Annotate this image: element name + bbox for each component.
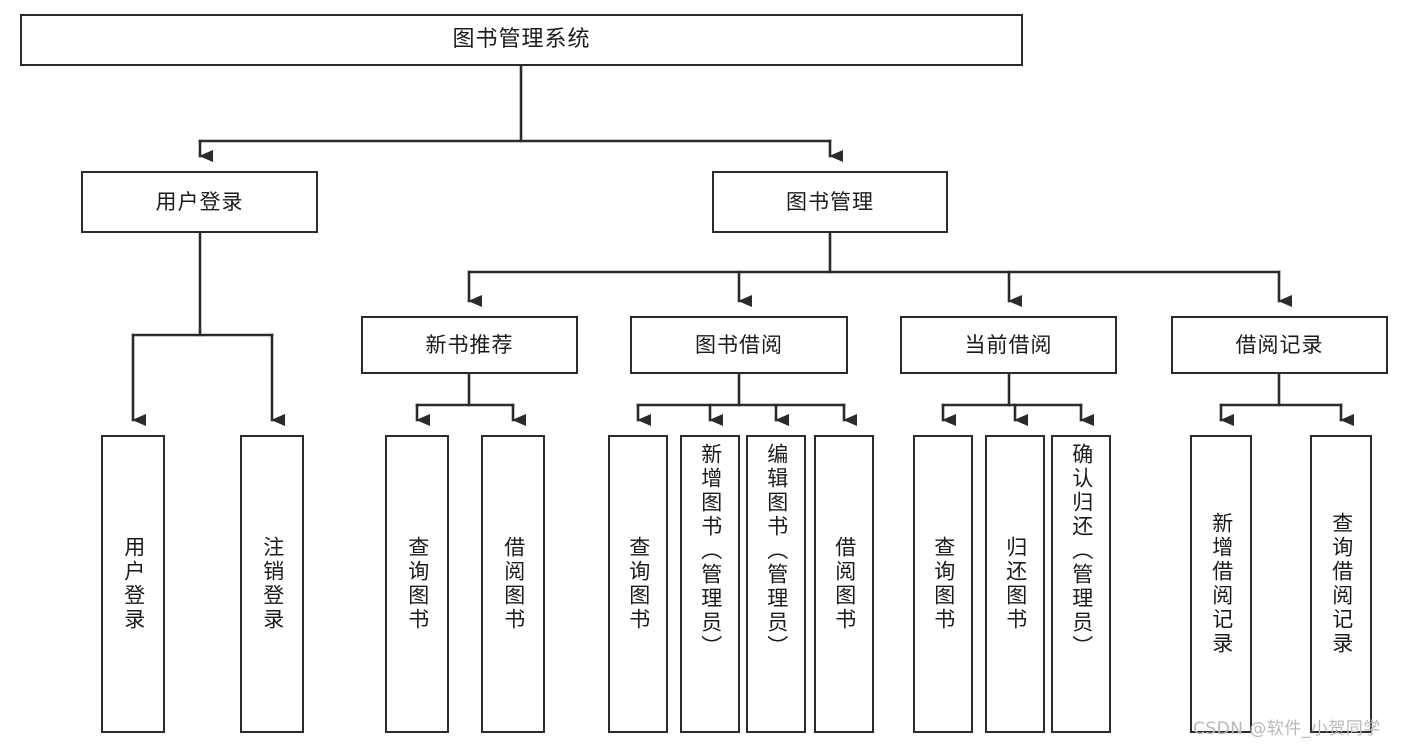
leaf-query-book-2-label: 查询图书 — [626, 536, 651, 632]
leaf-borrow-book-2-label: 借阅图书 — [832, 536, 857, 632]
node-new-book-recommend-label: 新书推荐 — [425, 332, 514, 357]
node-root-label: 图书管理系统 — [452, 26, 591, 52]
node-root[interactable]: 图书管理系统 — [20, 14, 1023, 66]
leaf-return-book[interactable]: 归还图书 — [985, 435, 1045, 733]
leaf-query-record-label: 查询借阅记录 — [1329, 512, 1354, 656]
leaf-borrow-book-1-label: 借阅图书 — [501, 536, 526, 632]
node-borrow-record[interactable]: 借阅记录 — [1171, 316, 1388, 374]
leaf-logout-label: 注销登录 — [260, 536, 285, 632]
leaf-add-record-label: 新增借阅记录 — [1209, 512, 1234, 656]
leaf-return-book-label: 归还图书 — [1003, 536, 1028, 632]
leaf-borrow-book-1[interactable]: 借阅图书 — [481, 435, 545, 733]
leaf-confirm-return[interactable]: 确认归还（管理员） — [1051, 435, 1111, 733]
leaf-query-book-1-label: 查询图书 — [405, 536, 430, 632]
leaf-add-record[interactable]: 新增借阅记录 — [1190, 435, 1252, 733]
leaf-add-book-admin-label: 新增图书（管理员） — [698, 443, 723, 659]
node-current-borrow-label: 当前借阅 — [964, 332, 1053, 357]
leaf-logout[interactable]: 注销登录 — [240, 435, 304, 733]
leaf-query-book-3-label: 查询图书 — [931, 536, 956, 632]
csdn-watermark: CSDN @软件_小贺同学 — [1193, 719, 1381, 739]
leaf-borrow-book-2[interactable]: 借阅图书 — [814, 435, 874, 733]
node-new-book-recommend[interactable]: 新书推荐 — [361, 316, 578, 374]
leaf-edit-book-admin-label: 编辑图书（管理员） — [764, 443, 789, 659]
node-current-borrow[interactable]: 当前借阅 — [900, 316, 1117, 374]
leaf-query-book-1[interactable]: 查询图书 — [385, 435, 449, 733]
node-user-login-label: 用户登录 — [155, 189, 244, 214]
node-user-login[interactable]: 用户登录 — [81, 171, 318, 233]
leaf-query-book-2[interactable]: 查询图书 — [608, 435, 668, 733]
node-book-borrow-label: 图书借阅 — [695, 332, 783, 357]
leaf-confirm-return-label: 确认归还（管理员） — [1069, 443, 1094, 659]
node-book-borrow[interactable]: 图书借阅 — [630, 316, 848, 374]
leaf-user-login[interactable]: 用户登录 — [101, 435, 165, 733]
leaf-query-record[interactable]: 查询借阅记录 — [1310, 435, 1372, 733]
node-book-manage[interactable]: 图书管理 — [712, 171, 948, 233]
leaf-user-login-label: 用户登录 — [121, 536, 146, 632]
leaf-query-book-3[interactable]: 查询图书 — [913, 435, 973, 733]
node-borrow-record-label: 借阅记录 — [1235, 332, 1324, 357]
leaf-edit-book-admin[interactable]: 编辑图书（管理员） — [746, 435, 806, 733]
leaf-add-book-admin[interactable]: 新增图书（管理员） — [680, 435, 740, 733]
node-book-manage-label: 图书管理 — [786, 189, 874, 214]
